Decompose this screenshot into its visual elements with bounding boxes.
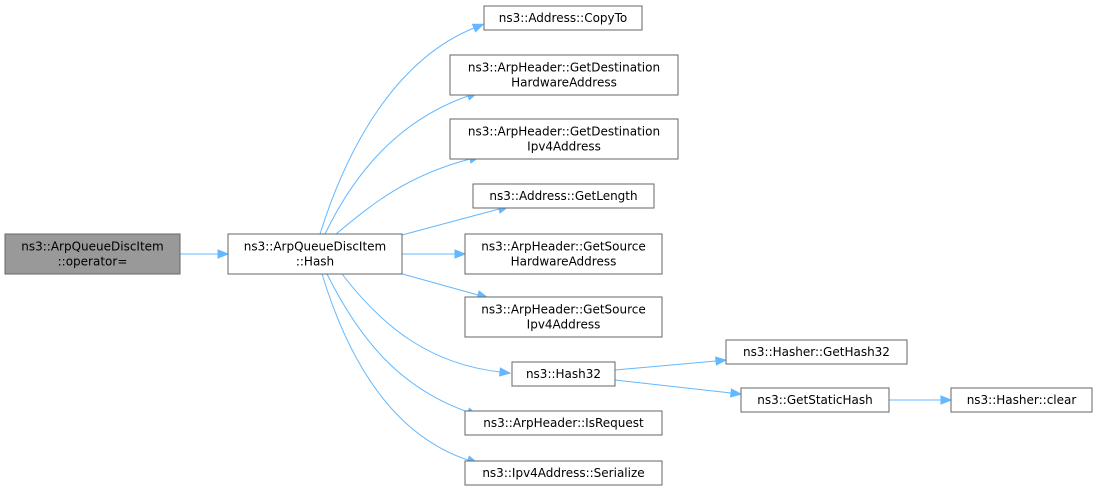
node-getdestipv4[interactable]: ns3::ArpHeader::GetDestinationIpv4Addres… [449,118,679,160]
edge-hash-to-getlength [401,208,500,236]
edge-hash-to-hash32 [341,273,501,373]
node-getstatichash[interactable]: ns3::GetStaticHash [740,387,890,413]
node-serialize[interactable]: ns3::Ipv4Address::Serialize [464,460,663,486]
node-getlength[interactable]: ns3::Address::GetLength [472,183,655,209]
node-label: ns3::ArpHeader::GetDestination [468,125,660,139]
node-box [483,5,643,31]
node-label: ns3::Hasher::GetHash32 [743,345,890,359]
arrowhead-root-to-hash [217,249,230,259]
node-label: ns3::ArpHeader::GetSource [481,303,646,317]
edge-hash32-to-getstatichash [614,379,732,394]
node-box [472,183,655,209]
node-root: ns3::ArpQueueDiscItem::operator= [4,233,181,275]
node-label: ns3::ArpQueueDiscItem [244,240,387,254]
arrowhead-hash-to-copyto [471,23,485,33]
node-gethash32[interactable]: ns3::Hasher::GetHash32 [725,339,908,365]
node-label: ns3::Address::GetLength [489,189,637,203]
node-label: ns3::ArpHeader::IsRequest [483,416,644,430]
nodes-layer: ns3::ArpQueueDiscItem::operator=ns3::Arp… [4,5,1093,486]
node-box [725,339,908,365]
node-clear[interactable]: ns3::Hasher::clear [950,387,1093,413]
node-label: ns3::Hasher::clear [967,393,1077,407]
node-box [449,118,679,160]
node-box [227,233,403,275]
node-box [464,410,663,436]
node-hash32[interactable]: ns3::Hash32 [511,361,616,387]
node-copyto[interactable]: ns3::Address::CopyTo [483,5,643,31]
node-label: HardwareAddress [511,76,617,90]
arrowhead-hash32-to-getstatichash [729,388,743,398]
node-box [464,233,663,275]
edge-hash-to-getdesthw [324,95,469,235]
node-box [449,54,679,96]
node-label: Ipv4Address [527,140,601,154]
arrowhead-getstatichash-to-clear [940,395,953,405]
node-label: ns3::Hash32 [526,367,601,381]
node-label: Ipv4Address [527,318,601,332]
edge-hash-to-copyto [319,27,475,235]
edge-hash-to-isrequest [326,273,469,413]
node-hash[interactable]: ns3::ArpQueueDiscItem::Hash [227,233,403,275]
edge-hash32-to-gethash32 [614,360,717,371]
node-box [950,387,1093,413]
node-box [464,460,663,486]
node-label: HardwareAddress [511,255,617,269]
node-getdesthw[interactable]: ns3::ArpHeader::GetDestinationHardwareAd… [449,54,679,96]
node-isrequest[interactable]: ns3::ArpHeader::IsRequest [464,410,663,436]
node-label: ns3::ArpHeader::GetDestination [468,61,660,75]
node-box [4,233,181,275]
node-label: ns3::GetStaticHash [757,393,873,407]
node-box [511,361,616,387]
node-label: ns3::ArpQueueDiscItem [21,240,164,254]
arrowhead-hash-to-hash32 [498,367,512,377]
arrowhead-hash32-to-gethash32 [715,356,728,366]
node-label: ::Hash [296,255,334,269]
edge-hash-to-getdestipv4 [335,158,471,235]
node-label: ns3::Ipv4Address::Serialize [482,466,644,480]
node-label: ns3::Address::CopyTo [499,11,628,25]
node-box [464,296,663,338]
node-box [740,387,890,413]
arrowhead-hash-to-getsrchw [454,249,467,259]
node-label: ns3::ArpHeader::GetSource [481,240,646,254]
edge-hash-to-serialize [321,273,469,461]
edge-hash-to-getsrcipv4 [398,272,479,296]
node-label: ::operator= [58,255,128,269]
